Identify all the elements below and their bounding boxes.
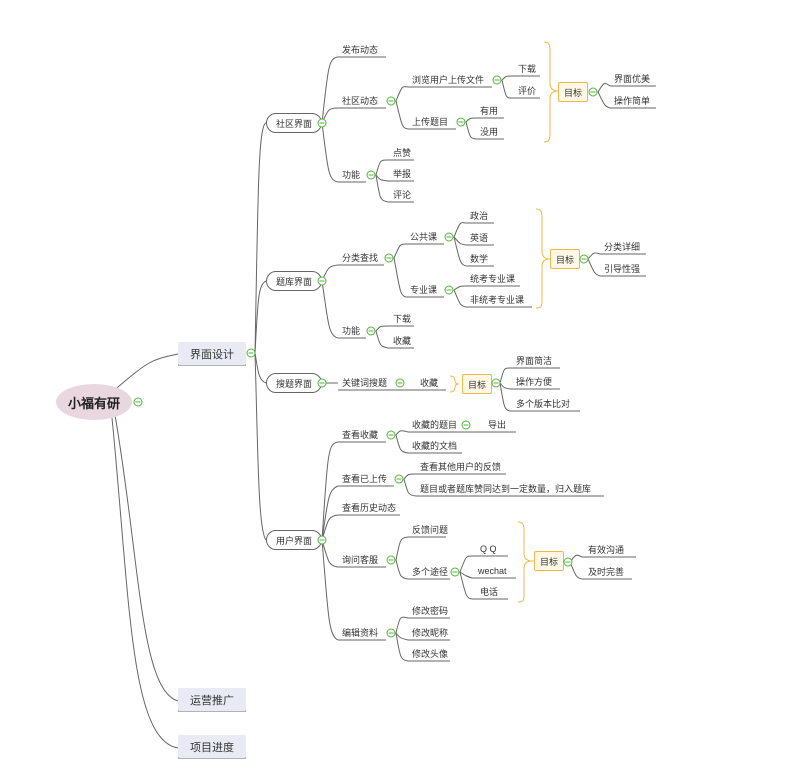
branch-progress[interactable]: 项目进度	[178, 735, 246, 758]
goal-item[interactable]: 有效沟通	[588, 545, 625, 555]
node-bank-favorite[interactable]: 收藏	[393, 336, 412, 346]
node-question-bank[interactable]: 题库界面	[266, 271, 322, 291]
node-post[interactable]: 发布动态	[342, 45, 379, 55]
node-major-course[interactable]: 专业课	[410, 285, 438, 295]
node-public-course[interactable]: 公共课	[410, 232, 438, 242]
node-channels[interactable]: 多个途径	[412, 567, 449, 577]
goal-box-user[interactable]: 目标	[534, 551, 564, 571]
goal-item[interactable]: 及时完善	[588, 567, 625, 577]
node-wechat[interactable]: wechat	[478, 566, 507, 576]
node-inclusion-rule[interactable]: 题目或者题库赞同达到一定数量，归入题库	[420, 484, 592, 494]
node-english[interactable]: 英语	[470, 233, 489, 243]
node-others-feedback[interactable]: 查看其他用户的反馈	[420, 462, 502, 472]
goal-item[interactable]: 界面优美	[614, 74, 651, 84]
goal-item[interactable]: 分类详细	[604, 242, 641, 252]
node-upload-question[interactable]: 上传题目	[412, 117, 449, 127]
node-features[interactable]: 功能	[342, 170, 361, 180]
goal-item[interactable]: 操作方便	[516, 377, 553, 387]
node-browse[interactable]: 浏览用户上传文件	[412, 75, 485, 85]
goal-item[interactable]: 引导性强	[604, 264, 641, 274]
goal-box-search[interactable]: 目标	[462, 374, 492, 394]
node-support[interactable]: 询问客服	[342, 555, 379, 565]
node-search-favorite[interactable]: 收藏	[420, 378, 439, 388]
node-math[interactable]: 数学	[470, 254, 489, 264]
node-keyword-search[interactable]: 关键词搜题	[342, 378, 388, 388]
node-history[interactable]: 查看历史动态	[342, 503, 397, 513]
goal-box-bank[interactable]: 目标	[550, 249, 580, 269]
node-politics[interactable]: 政治	[470, 211, 489, 221]
node-fav-questions[interactable]: 收藏的题目	[412, 420, 458, 430]
branch-operations[interactable]: 运营推广	[178, 688, 246, 711]
node-fav-docs[interactable]: 收藏的文档	[412, 441, 458, 451]
goal-item[interactable]: 界面简洁	[516, 356, 553, 366]
node-report-issue[interactable]: 反馈问题	[412, 525, 449, 535]
node-phone[interactable]: 电话	[480, 587, 499, 597]
node-feed[interactable]: 社区动态	[342, 96, 379, 106]
node-qq[interactable]: Q Q	[480, 544, 497, 554]
node-change-password[interactable]: 修改密码	[412, 606, 449, 616]
node-unified[interactable]: 统考专业课	[470, 274, 516, 284]
node-non-unified[interactable]: 非统考专业课	[470, 295, 525, 305]
node-bank-features[interactable]: 功能	[342, 326, 361, 336]
node-like[interactable]: 点赞	[393, 148, 412, 158]
node-comment[interactable]: 评论	[393, 190, 412, 200]
node-download[interactable]: 下载	[518, 64, 537, 74]
node-edit-profile[interactable]: 编辑资料	[342, 628, 379, 638]
branch-ui-design[interactable]: 界面设计	[178, 342, 246, 365]
goal-item[interactable]: 多个版本比对	[516, 399, 571, 409]
node-change-avatar[interactable]: 修改头像	[412, 649, 449, 659]
node-useful[interactable]: 有用	[480, 106, 499, 116]
node-export[interactable]: 导出	[488, 420, 507, 430]
node-user[interactable]: 用户界面	[266, 530, 322, 550]
node-useless[interactable]: 没用	[480, 127, 499, 137]
node-community[interactable]: 社区界面	[266, 113, 322, 133]
node-view-favorites[interactable]: 查看收藏	[342, 430, 379, 440]
node-bank-download[interactable]: 下载	[393, 314, 412, 324]
goal-item[interactable]: 操作简单	[614, 96, 651, 106]
node-search[interactable]: 搜题界面	[266, 373, 322, 393]
node-change-nickname[interactable]: 修改昵称	[412, 628, 449, 638]
node-category[interactable]: 分类查找	[342, 253, 379, 263]
node-view-uploaded[interactable]: 查看已上传	[342, 474, 388, 484]
node-report[interactable]: 举报	[393, 169, 412, 179]
root-topic[interactable]: 小福有研	[56, 384, 132, 420]
node-review[interactable]: 评价	[518, 86, 537, 96]
goal-box-community[interactable]: 目标	[558, 82, 588, 102]
